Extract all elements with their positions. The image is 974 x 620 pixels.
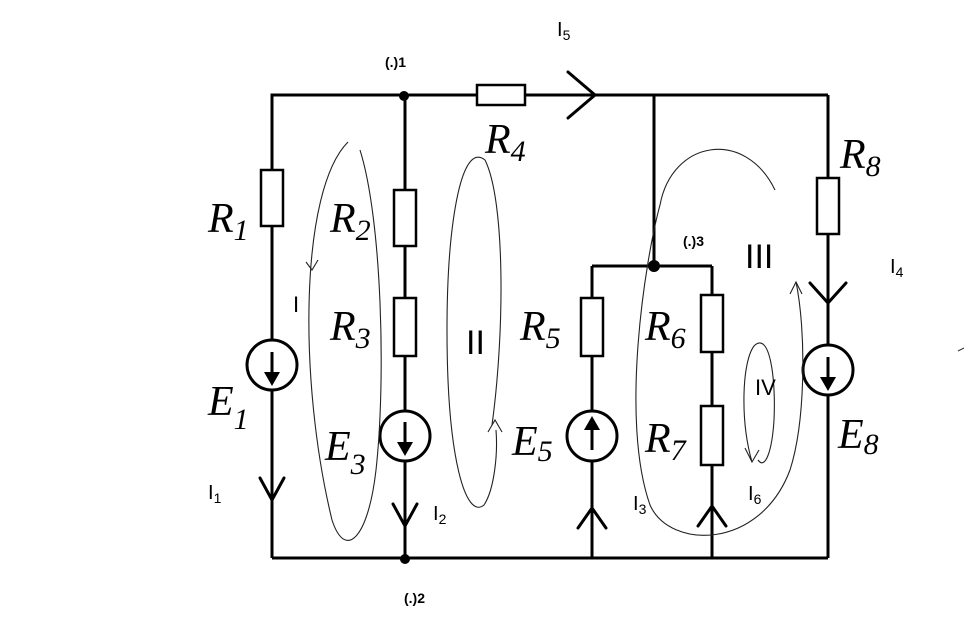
loop-label-i: I: [293, 292, 299, 317]
label-r8: R8: [839, 132, 881, 183]
loop-arrow-iii: [635, 148, 804, 536]
current-arrow-i3: [576, 505, 608, 530]
loop-iv-arrowhead: [744, 447, 760, 464]
loop-iii-arrowhead: [789, 280, 803, 295]
current-arrow-i5: [566, 70, 598, 120]
label-i4: I4: [890, 256, 904, 280]
junction-dot-3: [648, 260, 660, 272]
source-e5-arrow-head: [584, 416, 600, 430]
current-arrow-i1: [258, 476, 286, 504]
source-e1-arrow-head: [264, 372, 280, 386]
label-i5: I5: [557, 19, 571, 43]
junction-dot-2: [400, 554, 410, 564]
source-e1: [245, 338, 299, 392]
label-i2: I2: [433, 503, 447, 527]
source-e3: [378, 409, 432, 463]
node-label-2: (.)2: [404, 590, 425, 606]
node-label-3: (.)3: [683, 233, 704, 249]
label-i3: I3: [633, 493, 647, 517]
node-label-1: (.)1: [385, 54, 406, 70]
loop-iii-curve: [635, 148, 804, 536]
source-e3-arrow-head: [397, 442, 413, 456]
loop-i-curve: [308, 141, 382, 541]
loop-label-iv: IV: [755, 375, 776, 400]
label-i1: I1: [208, 482, 222, 506]
resistor-r3: [392, 296, 418, 358]
resistor-r8: [815, 176, 841, 236]
loop-iv-curve: [743, 342, 775, 464]
label-r1: R1: [207, 196, 249, 247]
loop-arrow-iv: [743, 342, 775, 464]
resistor-r4: [475, 83, 527, 107]
junction-dot-1: [399, 91, 409, 101]
loop-ii-arrowhead: [487, 418, 503, 433]
source-e5: [565, 409, 619, 463]
label-r7: R7: [644, 416, 688, 467]
resistor-r6: [699, 293, 725, 354]
loop-arrow-ii: [446, 156, 503, 508]
source-e8: [801, 343, 855, 397]
resistor-r7: [699, 404, 725, 467]
loop-arrow-i: [305, 141, 382, 541]
label-e5: E5: [511, 419, 553, 468]
source-e8-arrow-head: [820, 377, 836, 391]
current-arrow-i2: [391, 502, 419, 530]
resistor-r2: [392, 188, 418, 248]
wire-top-left: [270, 93, 477, 170]
label-e1: E1: [207, 379, 249, 436]
label-r6: R6: [644, 304, 686, 355]
label-i6: I6: [748, 483, 762, 507]
loop-label-ii: II: [466, 324, 485, 362]
resistor-r1: [259, 168, 285, 228]
label-r3: R3: [329, 304, 371, 355]
label-r4: R4: [484, 117, 526, 168]
resistor-r5: [579, 296, 605, 358]
label-r5: R5: [519, 304, 561, 355]
loop-label-iii: III: [745, 238, 773, 276]
current-arrow-i6: [696, 503, 728, 528]
loop-i-arrowhead: [305, 259, 319, 271]
label-r2: R2: [329, 196, 371, 247]
wires: [270, 93, 830, 560]
loop-ii-curve: [446, 156, 502, 508]
label-e8: E8: [837, 412, 879, 461]
current-arrow-i4: [808, 281, 848, 306]
stray-mark: [957, 347, 965, 352]
label-e3: E3: [324, 424, 366, 481]
